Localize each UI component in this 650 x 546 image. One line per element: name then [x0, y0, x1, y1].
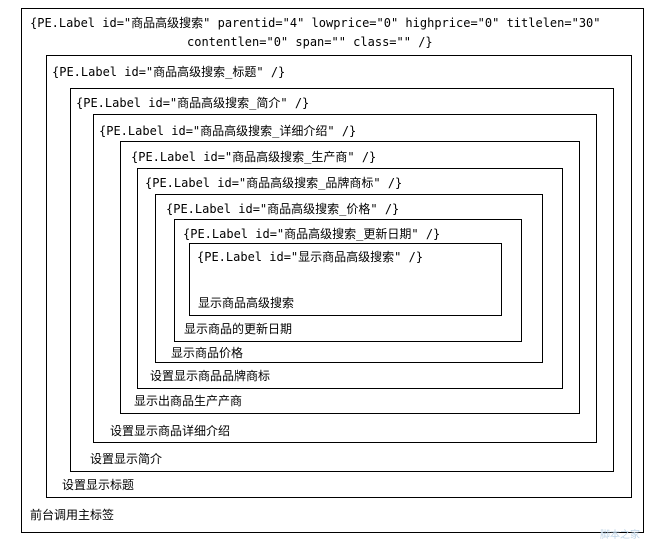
box-brand-tag: {PE.Label id="商品高级搜索_品牌商标" /} [145, 176, 403, 190]
outer-tag-line-1: {PE.Label id="商品高级搜索" parentid="4" lowpr… [30, 16, 601, 30]
box-intro-label: 设置显示简介 [90, 452, 163, 466]
box-show-search-tag: {PE.Label id="显示商品高级搜索" /} [197, 250, 424, 264]
box-title-tag: {PE.Label id="商品高级搜索_标题" /} [52, 65, 286, 79]
box-update-date-tag: {PE.Label id="商品高级搜索_更新日期" /} [183, 227, 441, 241]
box-manufacturer-label: 显示出商品生产产商 [134, 394, 243, 408]
box-title-label: 设置显示标题 [62, 478, 135, 492]
box-title [46, 55, 632, 498]
box-price-label: 显示商品价格 [171, 346, 244, 360]
outer-label: 前台调用主标签 [30, 508, 115, 522]
box-update-date-label: 显示商品的更新日期 [184, 322, 293, 336]
box-detail-tag: {PE.Label id="商品高级搜索_详细介绍" /} [99, 124, 357, 138]
box-brand [137, 168, 563, 389]
outer-tag-line-2: contentlen="0" span="" class="" /} [187, 35, 433, 49]
box-price-tag: {PE.Label id="商品高级搜索_价格" /} [166, 202, 400, 216]
box-show-search [189, 243, 502, 316]
box-manufacturer [120, 141, 580, 414]
box-intro [70, 88, 614, 472]
watermark: 脚本之家 [600, 530, 640, 541]
box-detail [93, 114, 597, 443]
box-detail-label: 设置显示商品详细介绍 [110, 424, 231, 438]
outer-frame [21, 8, 644, 533]
box-show-search-label: 显示商品高级搜索 [198, 296, 295, 310]
box-intro-tag: {PE.Label id="商品高级搜索_简介" /} [76, 96, 310, 110]
box-price [155, 194, 543, 363]
box-brand-label: 设置显示商品品牌商标 [150, 369, 271, 383]
box-manufacturer-tag: {PE.Label id="商品高级搜索_生产商" /} [131, 150, 377, 164]
box-update-date [174, 219, 522, 342]
